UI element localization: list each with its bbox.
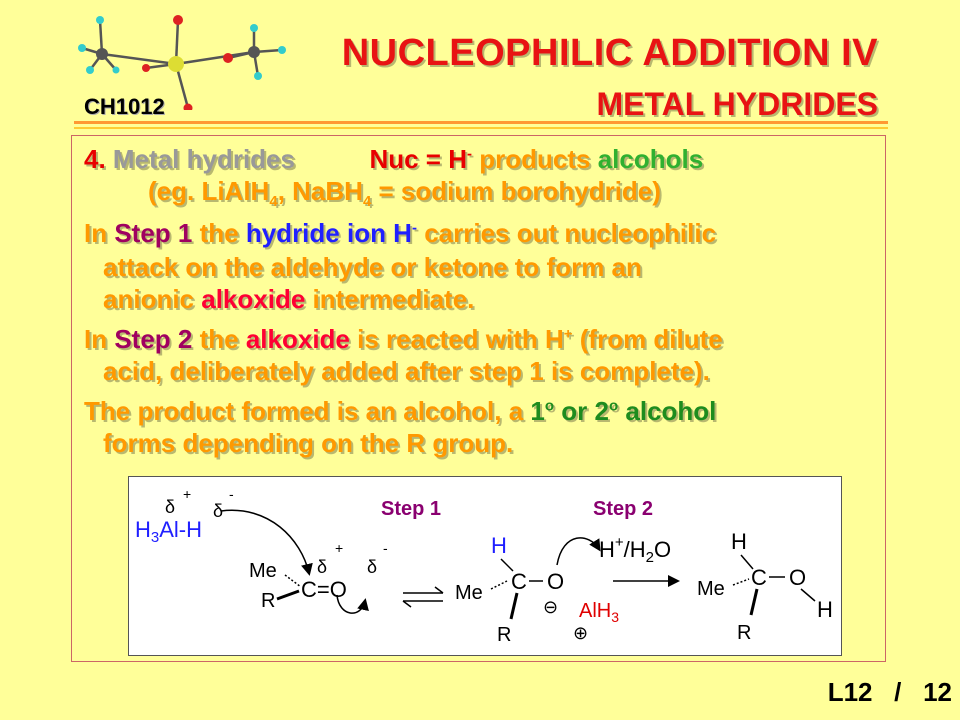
svg-text:+: +: [183, 486, 191, 502]
svg-text:δ: δ: [317, 557, 327, 577]
title-rule-secondary: [74, 127, 888, 129]
delta-plus-al: δ: [165, 497, 175, 517]
carbonyl-me: Me: [249, 560, 277, 582]
step2-paragraph-line2: acid, deliberately added after step 1 is…: [103, 356, 710, 386]
content-box: [71, 135, 886, 662]
svg-text:+: +: [335, 540, 343, 556]
product-h-hydroxyl: H: [817, 597, 833, 622]
svg-text:δ: δ: [213, 501, 223, 521]
product-h-top: H: [731, 529, 747, 554]
slide-title: NUCLEOPHILIC ADDITION IV: [341, 32, 878, 74]
product-c: C: [751, 565, 767, 590]
examples-line: (eg. LiAlH4, NaBH4 = sodium borohydride): [148, 176, 661, 211]
alkoxide-h: H: [491, 533, 507, 558]
alkoxide-me: Me: [455, 582, 483, 604]
product-paragraph-line1: The product formed is an alcohol, a 1o o…: [84, 396, 717, 426]
curly-arrow-hydride: [220, 509, 313, 576]
acid-reagent: H+/H2O: [599, 534, 671, 566]
product-r: R: [737, 622, 751, 644]
step1-paragraph-line2: attack on the aldehyde or ketone to form…: [103, 252, 642, 282]
curly-arrow-carbonyl: [336, 594, 369, 614]
alkoxide-charge: ⊖: [543, 597, 558, 617]
alkoxide-r: R: [497, 624, 511, 646]
step2-label: Step 2: [593, 498, 653, 520]
point-4-heading: 4. Metal hydrides Nuc = H- products alco…: [84, 144, 704, 174]
svg-text:δ: δ: [367, 557, 377, 577]
course-code: CH1012: [84, 94, 165, 119]
step1-label: Step 1: [381, 498, 441, 520]
molecule-model-icon: [78, 15, 286, 110]
alh3-charge: ⊕: [573, 623, 588, 643]
product-me: Me: [697, 578, 725, 600]
curly-arrow-protonation: [556, 537, 601, 566]
alkoxide-c: C: [511, 569, 527, 594]
step2-paragraph-line1: In Step 2 the alkoxide is reacted with H…: [84, 324, 723, 354]
svg-text:-: -: [229, 486, 234, 502]
title-rule: [74, 121, 888, 124]
product-o: O: [789, 565, 806, 590]
slide-subtitle: METAL HYDRIDES: [596, 86, 879, 122]
product-paragraph-line2: forms depending on the R group.: [103, 428, 514, 458]
step1-paragraph-line3: anionic alkoxide intermediate.: [103, 284, 475, 314]
reaction-scheme: Step 1 Step 2 δ + δ - H3Al-H δ + δ - Me …: [128, 476, 842, 656]
step1-paragraph-line1: In Step 1 the hydride ion H- carries out…: [84, 218, 717, 248]
slide-number: L12 / 12: [827, 677, 952, 707]
hydride-reagent: H3Al-H: [135, 517, 202, 546]
alh3-byproduct: AlH3: [579, 600, 619, 625]
svg-text:-: -: [383, 540, 388, 556]
alkoxide-o: O: [547, 569, 564, 594]
carbonyl-r: R: [261, 590, 275, 612]
carbonyl-group: C=O: [301, 577, 347, 602]
